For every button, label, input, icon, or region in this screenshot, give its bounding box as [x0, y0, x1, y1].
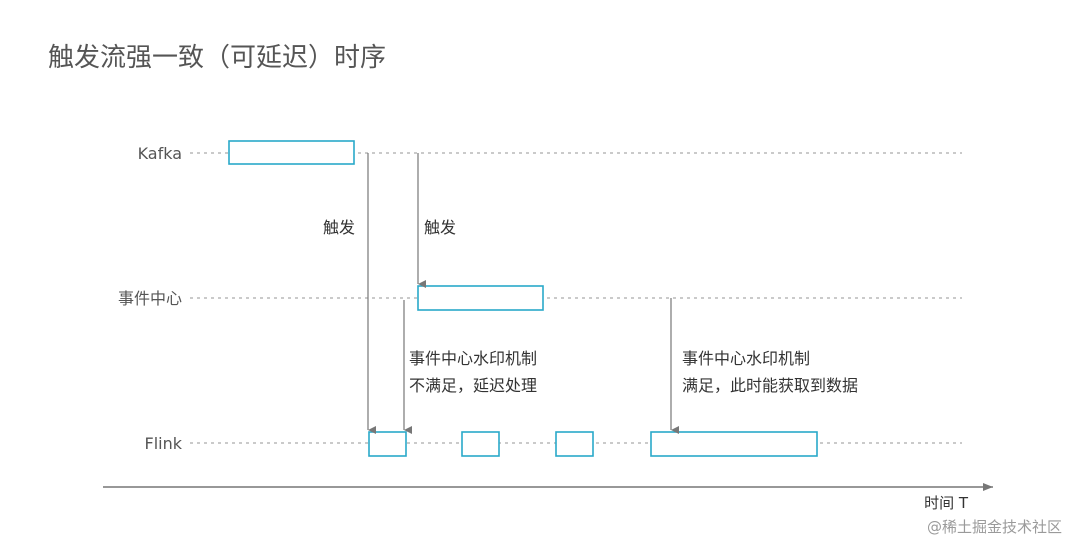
trigger-label-1: 触发	[323, 218, 355, 237]
note-satisfied-line1: 事件中心水印机制	[682, 349, 810, 368]
note-not-satisfied-line2: 不满足，延迟处理	[409, 376, 537, 395]
flink-box-1	[368, 431, 407, 457]
trigger-label-2: 触发	[424, 218, 456, 237]
lane-label-event-center: 事件中心	[118, 289, 182, 308]
lane-label-flink: Flink	[145, 434, 183, 453]
note-satisfied-line2: 满足，此时能获取到数据	[682, 376, 858, 395]
watermark: @稀土掘金技术社区	[927, 518, 1062, 536]
lane-label-kafka: Kafka	[138, 144, 182, 163]
time-axis-label: 时间 T	[924, 494, 969, 512]
flink-box-4	[650, 431, 818, 457]
note-not-satisfied-line1: 事件中心水印机制	[409, 349, 537, 368]
flink-box-2	[461, 431, 500, 457]
flink-box-3	[555, 431, 594, 457]
event-center-box	[417, 285, 544, 311]
kafka-event-box	[228, 140, 355, 165]
diagram-title: 触发流强一致（可延迟）时序	[48, 43, 386, 73]
